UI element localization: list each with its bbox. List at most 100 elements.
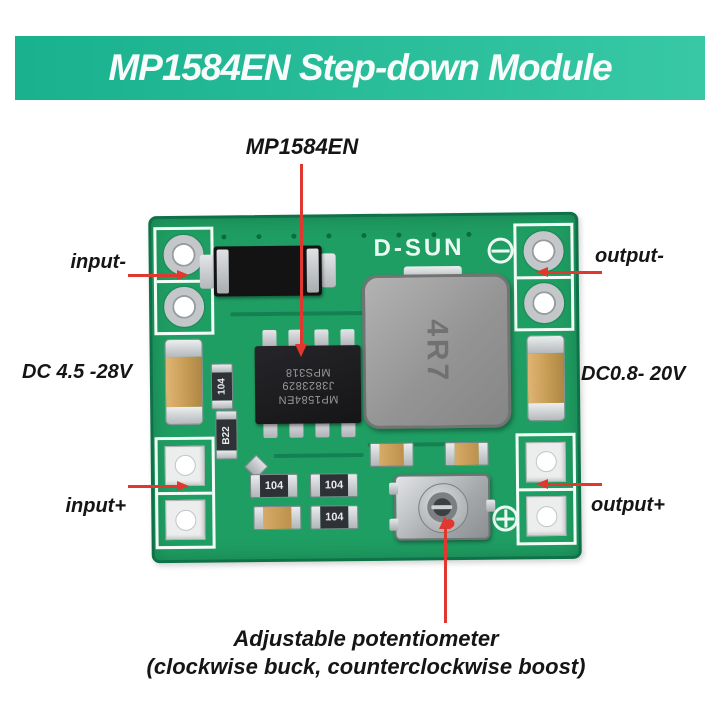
output-plus-label: output+	[591, 494, 665, 516]
via-dot	[326, 233, 332, 239]
solder-pad	[165, 499, 206, 541]
input-minus-callout-line	[128, 274, 178, 277]
cap-terminal	[403, 443, 413, 466]
through-hole	[174, 509, 196, 531]
mp1584en-ic: MP1584EN J3823829 MPS318	[254, 345, 362, 425]
resistor-end	[212, 400, 233, 409]
cap-body	[379, 443, 404, 466]
resistor-body: 104	[319, 474, 349, 497]
minus-bar	[491, 248, 510, 253]
pot-leg	[486, 499, 496, 512]
resistor-marking: 104	[324, 479, 344, 492]
input-capacitor	[164, 338, 204, 426]
output-minus-callout-line	[548, 271, 602, 274]
through-hole	[523, 230, 564, 272]
input-plus-label: input+	[65, 495, 126, 517]
cap-terminal	[528, 402, 565, 421]
resistor-end	[216, 411, 237, 420]
pot-screw	[431, 498, 453, 517]
output-voltage-label: DC0.8- 20V	[581, 363, 686, 385]
resistor-end	[211, 364, 232, 373]
cap-terminal	[165, 339, 202, 358]
output-capacitor	[526, 334, 566, 422]
pot-screw-slot	[431, 505, 453, 510]
pcb-board: D-SUN 4R7 MP1584EN J3823829 MPS318	[148, 211, 582, 564]
through-hole	[163, 234, 204, 275]
resistor-marking: 104	[325, 511, 344, 524]
ceramic-capacitor	[444, 441, 489, 467]
cap-terminal	[478, 442, 488, 465]
resistor-body: 104	[320, 506, 349, 529]
resistor-end	[311, 506, 321, 529]
resistor: 104	[249, 473, 299, 499]
minus-polarity-icon	[487, 237, 514, 264]
resistor: 104	[210, 363, 234, 410]
pot-callout-line	[444, 528, 447, 623]
through-hole	[174, 455, 196, 477]
potentiometer	[388, 473, 496, 541]
potentiometer-label-line2: (clockwise buck, counterclockwise boost)	[146, 654, 586, 679]
diode	[213, 245, 323, 297]
pot-callout-arrow	[439, 516, 451, 529]
ic-marking-line: MP1584EN	[277, 392, 339, 406]
output-plus-pads	[515, 432, 577, 546]
via-dot	[466, 231, 472, 237]
pad-cell	[158, 491, 213, 547]
resistor-marking: 104	[264, 479, 284, 493]
input-minus-label: input-	[70, 251, 126, 273]
resistor: B22	[215, 410, 238, 460]
through-hole	[535, 451, 557, 473]
via-dot	[361, 232, 367, 239]
input-minus-callout-arrow	[177, 270, 189, 280]
solder-pad	[525, 441, 566, 483]
chip-callout-label: MP1584EN	[245, 134, 359, 159]
chip-callout-line	[300, 164, 303, 346]
solder-pad	[320, 253, 336, 288]
pcb-trace	[230, 310, 381, 317]
resistor-body: 104	[211, 372, 233, 401]
resistor: 104	[309, 473, 359, 498]
resistor-end	[250, 475, 261, 498]
through-hole	[163, 286, 205, 328]
via-dot	[256, 234, 262, 240]
ic-marking: MP1584EN J3823829 MPS318	[277, 364, 339, 406]
plus-bar-v	[503, 509, 507, 528]
input-plus-pads	[154, 436, 216, 550]
cap-body	[165, 356, 203, 408]
cap-terminal	[166, 406, 203, 425]
cap-terminal	[254, 507, 264, 530]
pad-cell	[516, 275, 572, 329]
output-minus-pads	[513, 222, 575, 332]
through-hole	[535, 505, 557, 527]
diode-terminal	[306, 248, 320, 293]
input-plus-callout-line	[128, 485, 178, 488]
ic-marking-line: MPS318	[285, 365, 331, 379]
resistor: 104	[310, 505, 359, 530]
cap-body	[263, 506, 292, 530]
input-voltage-label: DC 4.5 -28V	[22, 361, 133, 383]
cap-body	[527, 352, 565, 404]
ceramic-capacitor	[369, 442, 414, 467]
pad-cell	[519, 487, 574, 543]
resistor-body: B22	[216, 419, 237, 451]
solder-pad	[199, 254, 215, 289]
silkscreen-brand: D-SUN	[373, 233, 465, 262]
via-dot	[221, 234, 227, 240]
resistor-marking: B22	[220, 425, 233, 445]
solder-pad	[526, 496, 567, 537]
cap-terminal	[291, 506, 301, 529]
via-dot	[291, 233, 297, 239]
cap-terminal	[527, 335, 564, 354]
resistor-body: 104	[259, 474, 289, 498]
pot-leg	[389, 518, 399, 531]
solder-pad	[164, 445, 206, 486]
ceramic-capacitor	[253, 505, 302, 531]
output-plus-callout-arrow	[536, 479, 548, 489]
cap-body	[454, 442, 479, 466]
output-minus-label: output-	[595, 245, 664, 267]
pcb-trace	[273, 453, 364, 458]
potentiometer-label-line1: Adjustable potentiometer	[233, 626, 499, 651]
resistor-end	[287, 474, 298, 497]
chip-callout-arrow	[295, 344, 307, 357]
cap-terminal	[445, 443, 455, 466]
